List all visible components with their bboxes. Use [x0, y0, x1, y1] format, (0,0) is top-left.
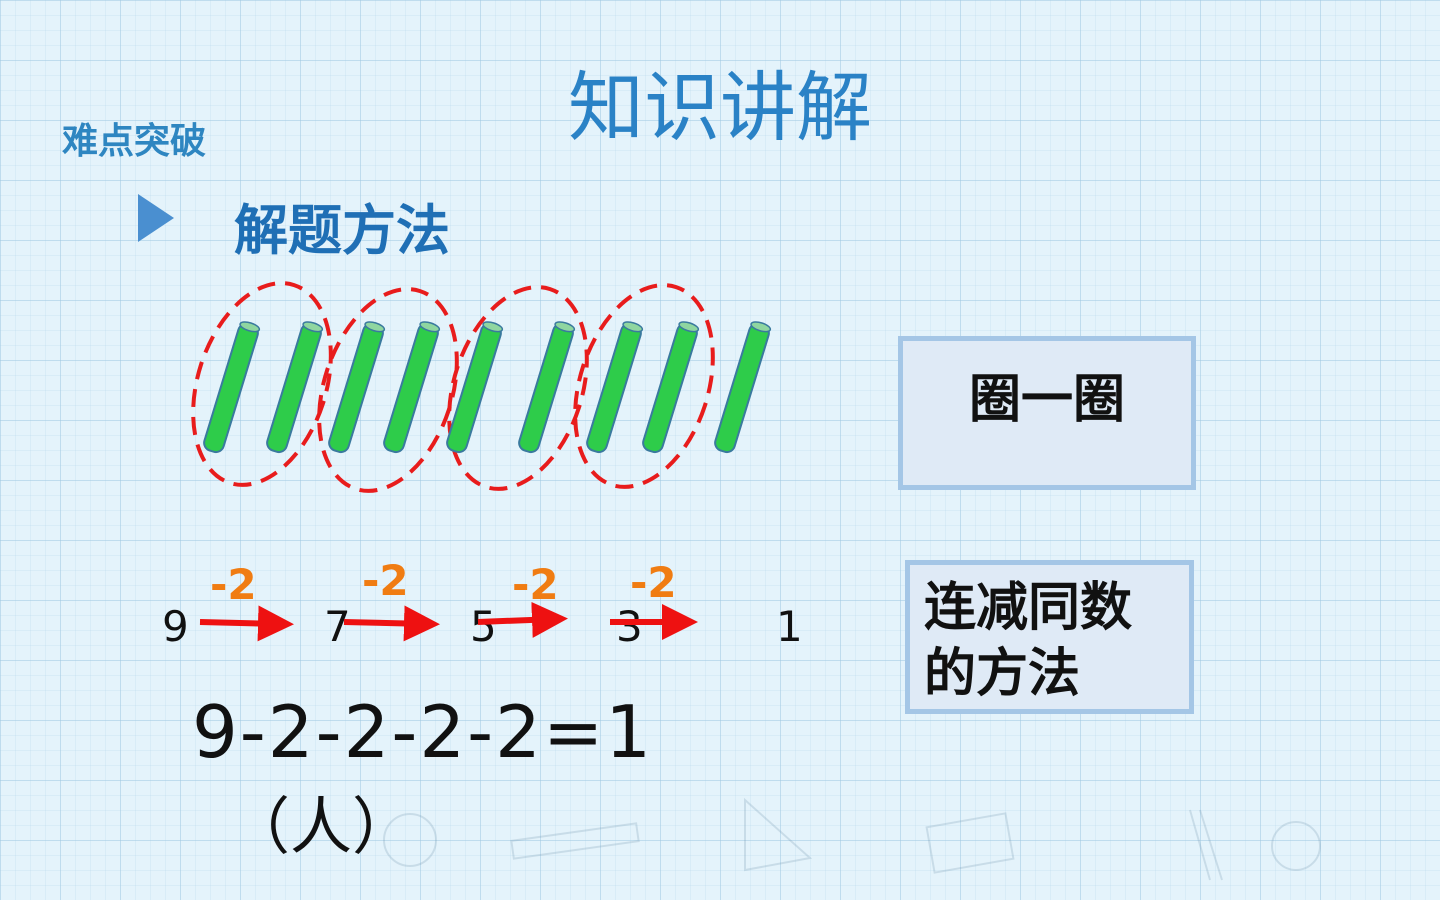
circle-method-box: 圈一圈	[898, 336, 1196, 490]
circle-group-3	[447, 285, 589, 491]
sequence-number-5: 1	[776, 602, 803, 651]
stick-layer	[203, 321, 772, 454]
sequence-number-3: 5	[470, 602, 497, 651]
stick-5	[446, 321, 504, 454]
equation-unit: （人）	[228, 790, 415, 863]
stick-8	[642, 321, 700, 454]
circle-group-4	[573, 283, 715, 489]
stick-6	[518, 321, 576, 454]
circle-group-1	[191, 281, 333, 487]
method-heading: 解题方法	[234, 199, 450, 262]
step-label-3: -2	[512, 560, 559, 609]
triangle-doodle	[744, 797, 813, 872]
stick-3	[328, 321, 386, 454]
sequence-number-2: 7	[324, 602, 351, 651]
circle-groups	[191, 281, 715, 493]
arrow-3	[477, 601, 568, 638]
sequence-number-4: 3	[616, 602, 643, 651]
arrow-2	[343, 605, 440, 642]
method-line-2: 的方法	[924, 644, 1081, 704]
book-doodle	[925, 812, 1015, 874]
method-line-1: 连减同数	[924, 578, 1133, 638]
stick-2	[266, 321, 324, 454]
circle-method-label: 圈一圈	[968, 370, 1125, 430]
equation: 9-2-2-2-2=1	[192, 690, 654, 774]
globe-doodle	[383, 813, 437, 867]
stick-1	[203, 321, 261, 454]
stick-4	[383, 321, 441, 454]
pencil-doodle	[1189, 809, 1223, 881]
ball-doodle	[1271, 821, 1321, 871]
ruler-doodle	[510, 822, 640, 860]
step-label-1: -2	[210, 560, 257, 609]
step-label-2: -2	[362, 556, 409, 605]
step-label-4: -2	[630, 558, 677, 607]
stick-7	[586, 321, 644, 454]
arrow-1	[199, 605, 294, 642]
stick-9	[714, 321, 772, 454]
play-icon	[138, 194, 174, 242]
decorative-doodles	[383, 797, 1321, 881]
section-label: 难点突破	[62, 121, 207, 162]
subtraction-method-box: 连减同数 的方法	[905, 560, 1194, 714]
slide-title: 知识讲解	[568, 63, 872, 152]
sequence-number-1: 9	[162, 602, 189, 651]
